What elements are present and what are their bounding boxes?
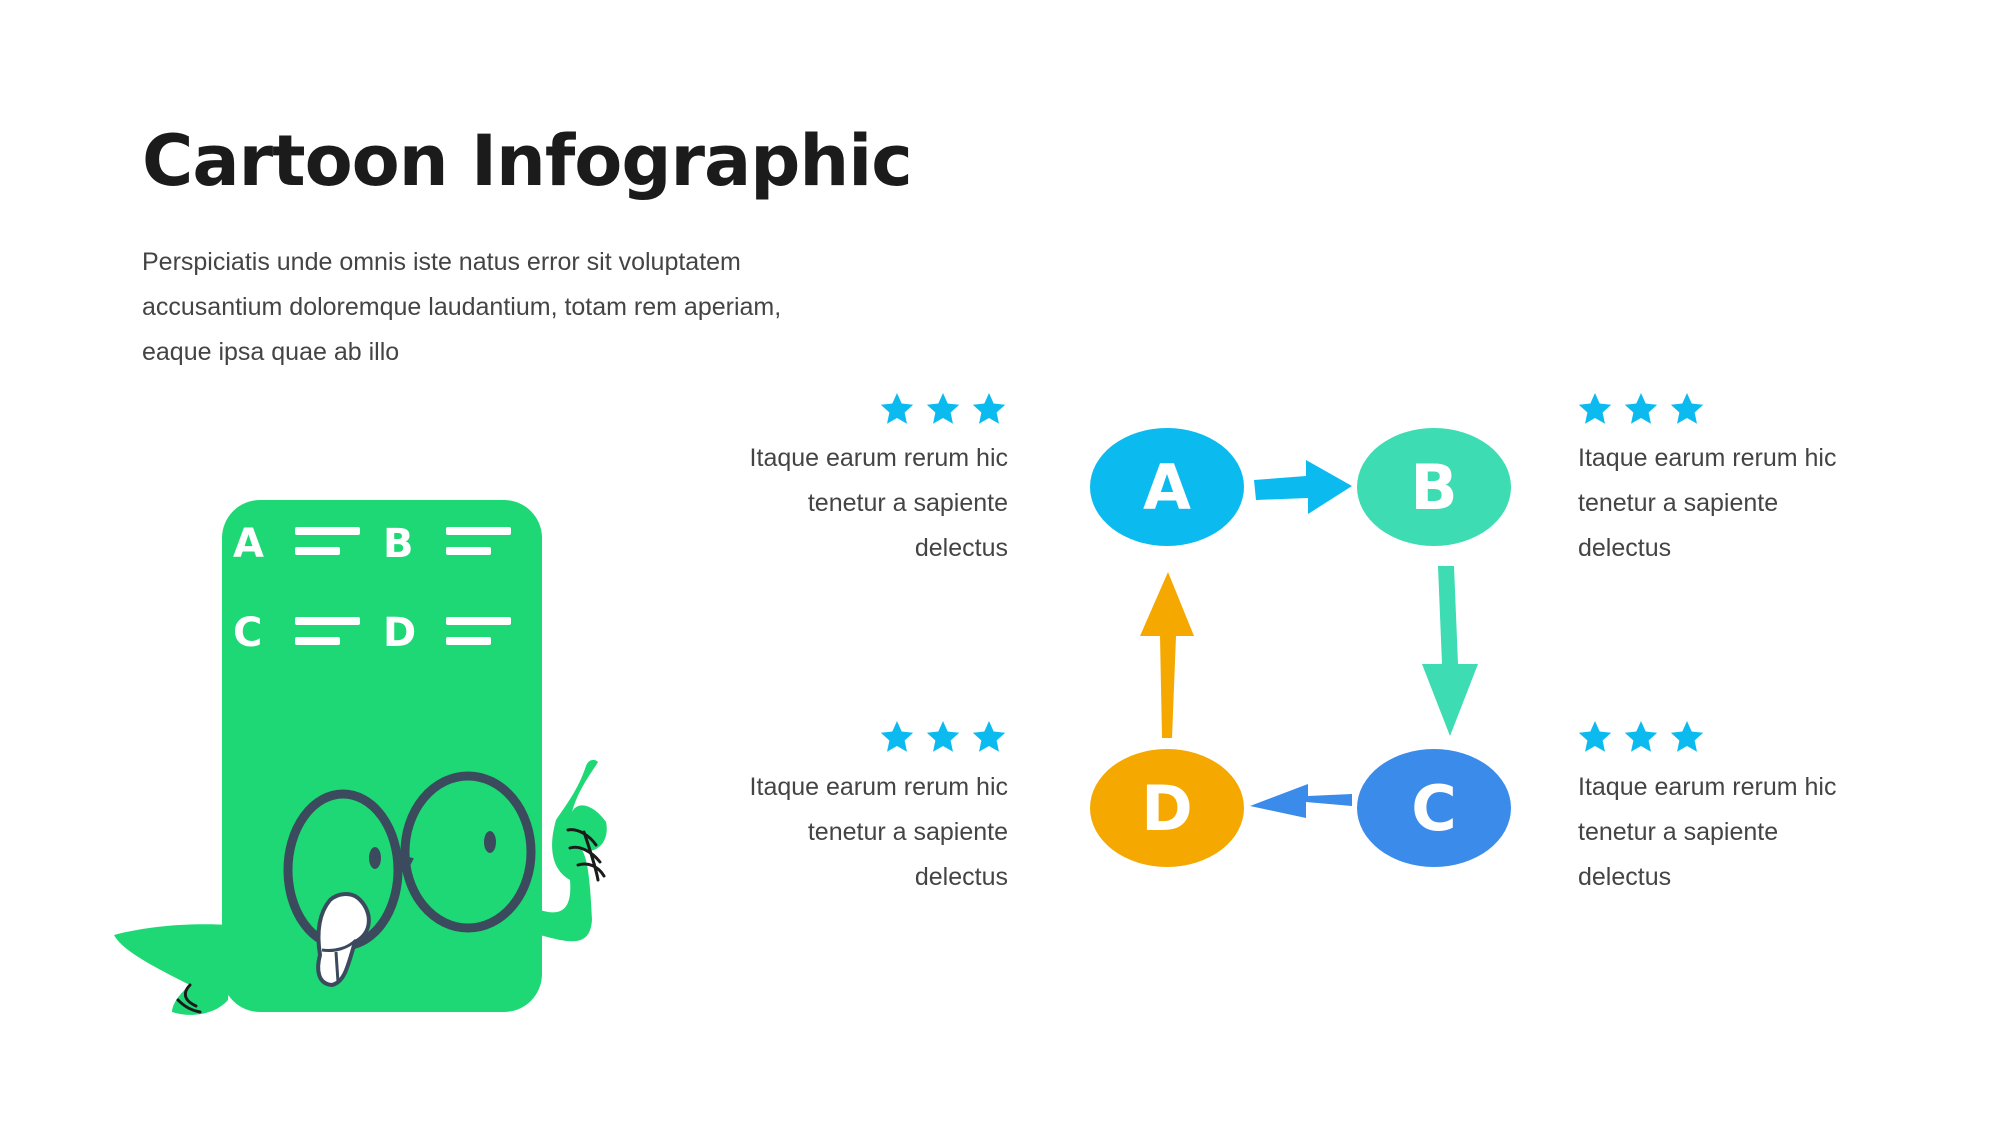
character-mouth: [316, 892, 371, 988]
text-line: Itaque earum rerum hic: [1578, 773, 1837, 801]
rating-stars-bottom-left: [880, 720, 1006, 754]
text-line: delectus: [1578, 534, 1672, 562]
character-right-hand-lines: [566, 828, 606, 882]
text-block-top-right: Itaque earum rerum hic tenetur a sapient…: [1578, 436, 1908, 571]
text-line: tenetur a sapiente: [807, 489, 1008, 517]
character-line: [446, 527, 511, 535]
star-icon: [1670, 721, 1704, 752]
character-teeth-lines: [321, 938, 358, 983]
node-b: [1357, 428, 1511, 546]
text-line: tenetur a sapiente: [1578, 818, 1779, 846]
character-label-b: B: [383, 521, 414, 567]
text-line: delectus: [914, 863, 1008, 891]
character-label-d: D: [383, 610, 416, 656]
node-c-label: C: [1411, 772, 1457, 845]
text-line: delectus: [914, 534, 1008, 562]
arrow-icon: [1422, 566, 1478, 736]
star-icon: [926, 721, 960, 752]
text-line: Itaque earum rerum hic: [1578, 444, 1837, 472]
arrow-icon: [1250, 784, 1352, 818]
rating-stars-top-left: [880, 392, 1006, 426]
character-glasses-bridge: [393, 857, 414, 871]
character-line: [446, 637, 491, 645]
star-icon: [880, 393, 914, 424]
star-icon: [1578, 721, 1612, 752]
text-block-bottom-right: Itaque earum rerum hic tenetur a sapient…: [1578, 765, 1908, 900]
node-b-label: B: [1410, 451, 1457, 524]
star-icon: [972, 721, 1006, 752]
character-label-a: A: [233, 521, 264, 567]
character-line: [446, 617, 511, 625]
page-title: Cartoon Infographic: [142, 120, 913, 202]
node-a: [1090, 428, 1244, 546]
text-line: Itaque earum rerum hic: [749, 773, 1008, 801]
text-line: tenetur a sapiente: [807, 818, 1008, 846]
page-subtitle: Perspiciatis unde omnis iste natus error…: [142, 248, 782, 366]
character-line: [295, 637, 340, 645]
star-icon: [1670, 393, 1704, 424]
character-body: [222, 500, 542, 1012]
star-icon: [972, 393, 1006, 424]
arrow-icon: [1254, 460, 1352, 514]
node-a-label: A: [1143, 451, 1191, 524]
character-label-c: C: [233, 610, 262, 656]
star-icon: [1624, 393, 1658, 424]
node-c: [1357, 749, 1511, 867]
character-left-arm: [114, 924, 232, 1015]
character-eye-right: [484, 831, 496, 853]
character-line: [295, 617, 360, 625]
rating-stars-top-right: [1578, 392, 1704, 426]
rating-stars-bottom-right: [1578, 720, 1704, 754]
node-d: [1090, 749, 1244, 867]
character-right-arm: [540, 759, 607, 942]
character-eye-left: [369, 847, 381, 869]
text-line: Itaque earum rerum hic: [749, 444, 1008, 472]
star-icon: [926, 393, 960, 424]
arrow-icon: [1140, 572, 1194, 738]
character-glasses-right-lens: [400, 771, 536, 933]
character-line: [446, 547, 491, 555]
star-icon: [1624, 721, 1658, 752]
star-icon: [880, 721, 914, 752]
character-line: [295, 527, 360, 535]
character-line: [295, 547, 340, 555]
text-block-top-left: Itaque earum rerum hic tenetur a sapient…: [678, 436, 1008, 571]
text-line: delectus: [1578, 863, 1672, 891]
character-left-hand-lines: [176, 983, 202, 1014]
text-block-bottom-left: Itaque earum rerum hic tenetur a sapient…: [678, 765, 1008, 900]
text-line: tenetur a sapiente: [1578, 489, 1779, 517]
star-icon: [1578, 393, 1612, 424]
node-d-label: D: [1141, 772, 1192, 845]
